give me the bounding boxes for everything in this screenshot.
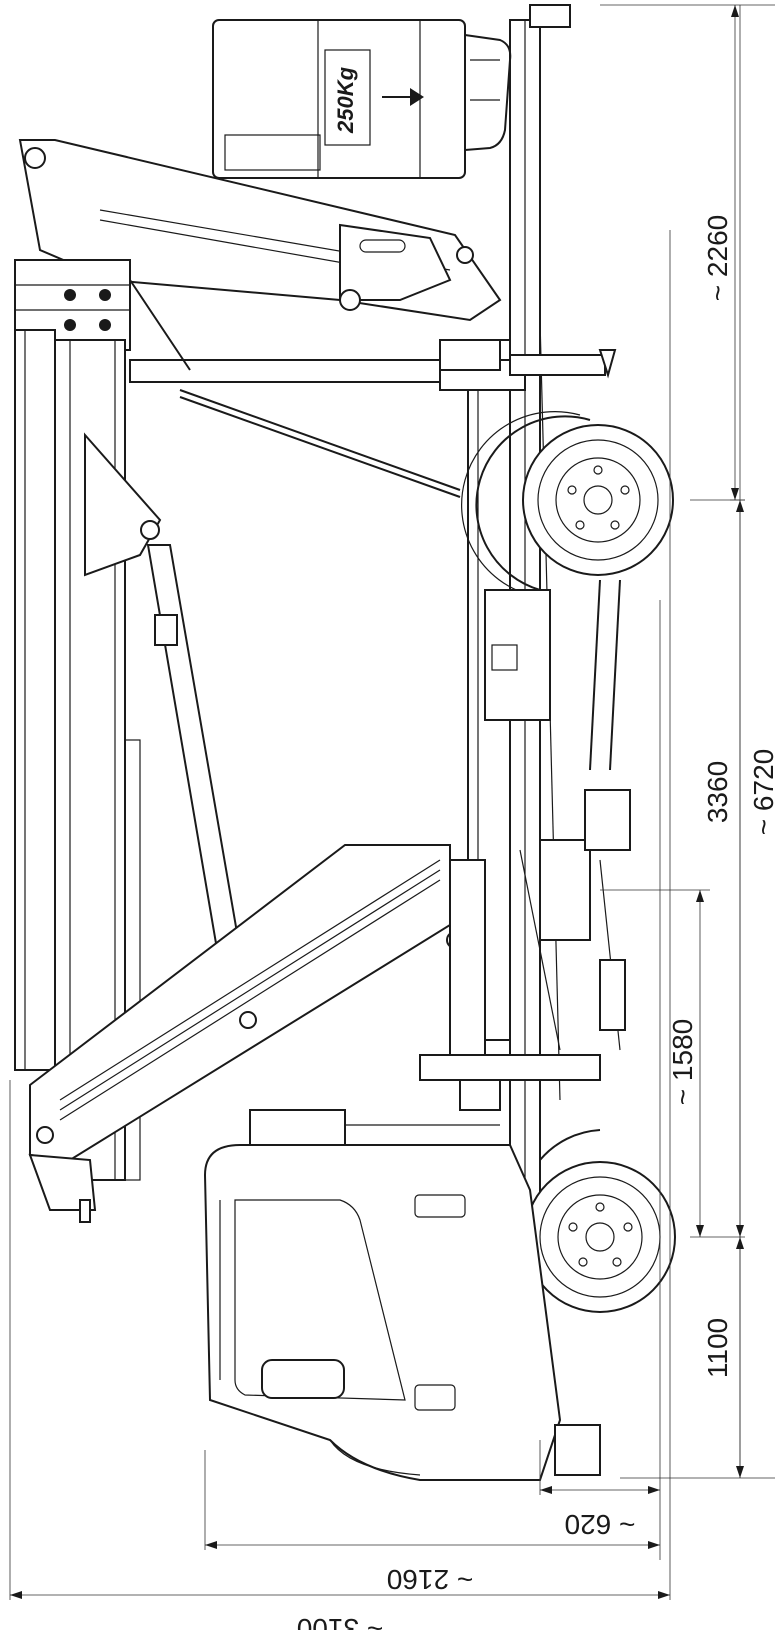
basket-load-label: 250Kg (333, 66, 358, 134)
toolbox (484, 579, 631, 1051)
dim-620-label: ~ 620 (565, 1509, 636, 1540)
dim-2260-label: ~ 2260 (702, 215, 733, 301)
upper-boom (18, 139, 502, 322)
truck-cab (203, 1109, 601, 1481)
dim-3100-label: ~ 3100 (297, 1613, 383, 1630)
dim-1100-label: 1100 (702, 1318, 733, 1378)
rear-wheel (461, 411, 674, 596)
dimension-arrows (10, 5, 744, 1599)
boom-rests (419, 339, 601, 1111)
boom-triangle-bracket (84, 432, 242, 957)
dim-3360-label: 3360 (702, 761, 733, 823)
aerial-basket (212, 19, 512, 179)
dim-1580-label: ~ 1580 (667, 1019, 698, 1105)
lower-boom (28, 844, 464, 1223)
outriggers (509, 349, 617, 379)
dim-6720-label: ~ 6720 (748, 749, 779, 835)
dim-2160-label: ~ 2160 (387, 1564, 473, 1595)
front-wheel (524, 1129, 676, 1313)
